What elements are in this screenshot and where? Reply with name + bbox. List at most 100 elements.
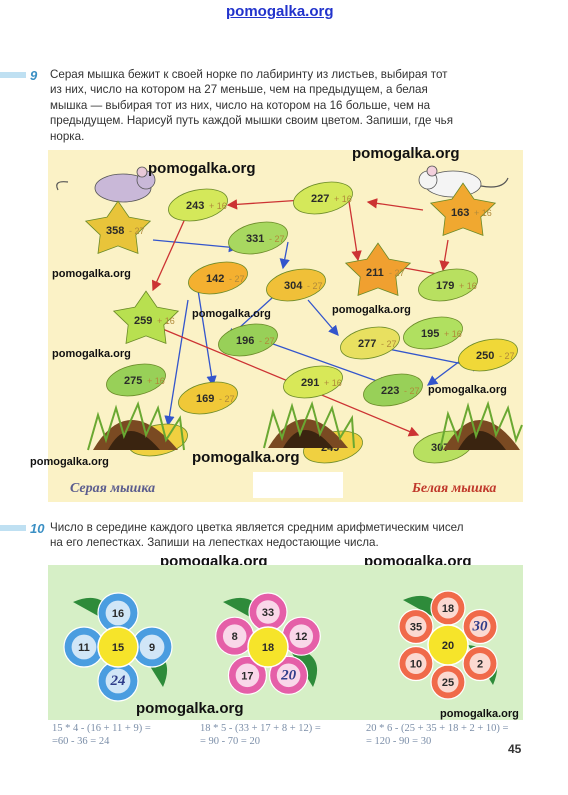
leaf-number: 358	[106, 225, 124, 237]
leaf-operation: - 27	[259, 336, 275, 346]
petal-inner	[405, 652, 427, 675]
maze-leaf: 304- 27	[266, 268, 326, 302]
watermark: pomogalka.org	[352, 145, 460, 162]
petal-answer: 24	[110, 673, 127, 689]
task-9-line: из них, число на котором на 27 меньше, ч…	[50, 83, 428, 97]
label-grey-mouse: Серая мышка	[70, 481, 156, 496]
watermark: pomogalka.org	[30, 456, 109, 468]
equation-line: 20 * 6 - (25 + 35 + 18 + 2 + 10) =	[366, 723, 509, 734]
maze-leaf: 243 + 16	[168, 188, 228, 222]
petal-inner	[256, 600, 280, 624]
petal-inner	[469, 615, 491, 638]
leaf-shape	[283, 365, 343, 399]
leaf-operation: - 27	[129, 226, 145, 236]
leaf-shape	[458, 338, 518, 372]
petal-number: 25	[442, 677, 454, 689]
maze-leaf: 250 - 27	[458, 338, 518, 372]
petal-inner	[222, 624, 247, 648]
maze-leaf: 259+ 16	[112, 290, 180, 345]
leaf-number: 291	[301, 377, 319, 389]
flower-center-number: 18	[262, 642, 274, 654]
leaf-number: 142	[206, 273, 224, 285]
petal-number: 17	[241, 670, 253, 682]
leaf-number: 211	[366, 267, 384, 279]
petal-number: 18	[442, 603, 454, 615]
petal-number: 35	[410, 622, 422, 634]
task-10-number: 10	[30, 521, 45, 536]
leaf-shape	[293, 181, 353, 215]
page-number: 45	[508, 742, 522, 756]
task-9-line: мышка — выбирая тот из них, число на кот…	[50, 98, 431, 112]
leaf-number: 250	[476, 350, 494, 362]
maze-leaf: 227+ 16	[293, 181, 353, 215]
petal-inner	[469, 652, 491, 675]
watermark: pomogalka.org	[440, 708, 519, 720]
maze-leaf: 169- 27	[178, 381, 238, 415]
white-mouse-path	[151, 194, 450, 437]
maze-leaf: 291+ 16	[283, 365, 343, 399]
leaf-shape	[403, 316, 463, 350]
maze-leaf: 275+ 16	[106, 363, 166, 397]
leaf-number: 259	[134, 315, 152, 327]
answer-blank	[253, 472, 343, 498]
leaf-shape	[429, 182, 497, 237]
leaf-number: 179	[436, 280, 454, 292]
leaf-number: 243	[186, 200, 204, 212]
task-10-line: Число в середине каждого цветка является…	[50, 521, 464, 534]
leaf-shape	[188, 261, 248, 295]
leaf-number: 277	[358, 338, 376, 350]
watermark: pomogalka.org	[192, 449, 300, 466]
equation-line: = 90 - 70 = 20	[200, 736, 260, 747]
flower-center-number: 20	[442, 640, 454, 652]
maze-leaf: 142- 27	[188, 261, 248, 295]
maze-leaf: 358 - 27	[84, 200, 152, 255]
petal-inner	[105, 668, 131, 694]
petal-inner	[437, 597, 459, 619]
petal-inner	[105, 600, 131, 626]
equation-flower-3: 20 * 6 - (25 + 35 + 18 + 2 + 10) = = 120…	[366, 722, 508, 748]
label-white-mouse: Белая мышка	[412, 481, 497, 496]
leaf-number: 169	[196, 393, 214, 405]
leaf-operation: + 16	[147, 376, 165, 386]
equation-flower-1: 15 * 4 - (16 + 11 + 9) = =60 - 36 = 24	[52, 722, 151, 748]
watermark-top[interactable]: pomogalka.org	[226, 3, 334, 20]
task-10-line: на его лепестках. Запиши на лепестках не…	[50, 536, 379, 550]
leaf-shape	[178, 381, 238, 415]
petal-inner	[437, 671, 459, 693]
equation-line: =60 - 36 = 24	[52, 736, 110, 747]
petal-inner	[405, 615, 427, 638]
task-9-line: Серая мышка бежит к своей норке по лабир…	[50, 68, 448, 81]
petal-inner	[139, 634, 165, 660]
leaf-number: 195	[421, 328, 439, 340]
leaf-operation: - 27	[389, 268, 405, 278]
maze-leaf: 277- 27	[340, 326, 400, 360]
flower-leaf	[73, 597, 168, 687]
leaf-operation: + 16	[209, 201, 227, 211]
watermark: pomogalka.org	[148, 160, 256, 177]
leaf-number: 304	[284, 280, 303, 292]
leaf-operation: - 27	[404, 386, 420, 396]
leaf-operation: - 27	[269, 234, 285, 244]
leaf-operation: - 27	[499, 351, 515, 361]
maze-leaf: 195+ 16	[403, 316, 463, 350]
leaf-shape	[418, 268, 478, 302]
watermark: pomogalka.org	[428, 384, 507, 396]
leaf-shape	[340, 326, 400, 360]
maze-leaf: 331- 27	[228, 221, 288, 255]
petal-number: 2	[477, 659, 483, 671]
petal-inner	[276, 663, 301, 688]
petal-number: 16	[112, 608, 124, 620]
leaf-shape	[344, 242, 412, 297]
leaf-shape	[228, 221, 288, 255]
maze-leaf: 163+ 16	[429, 182, 497, 237]
white-mouse-burrow	[439, 400, 523, 451]
leaf-operation: + 16	[474, 208, 492, 218]
watermark: pomogalka.org	[192, 308, 271, 320]
watermark: pomogalka.org	[52, 348, 131, 360]
petal-answer: 20	[280, 667, 297, 683]
